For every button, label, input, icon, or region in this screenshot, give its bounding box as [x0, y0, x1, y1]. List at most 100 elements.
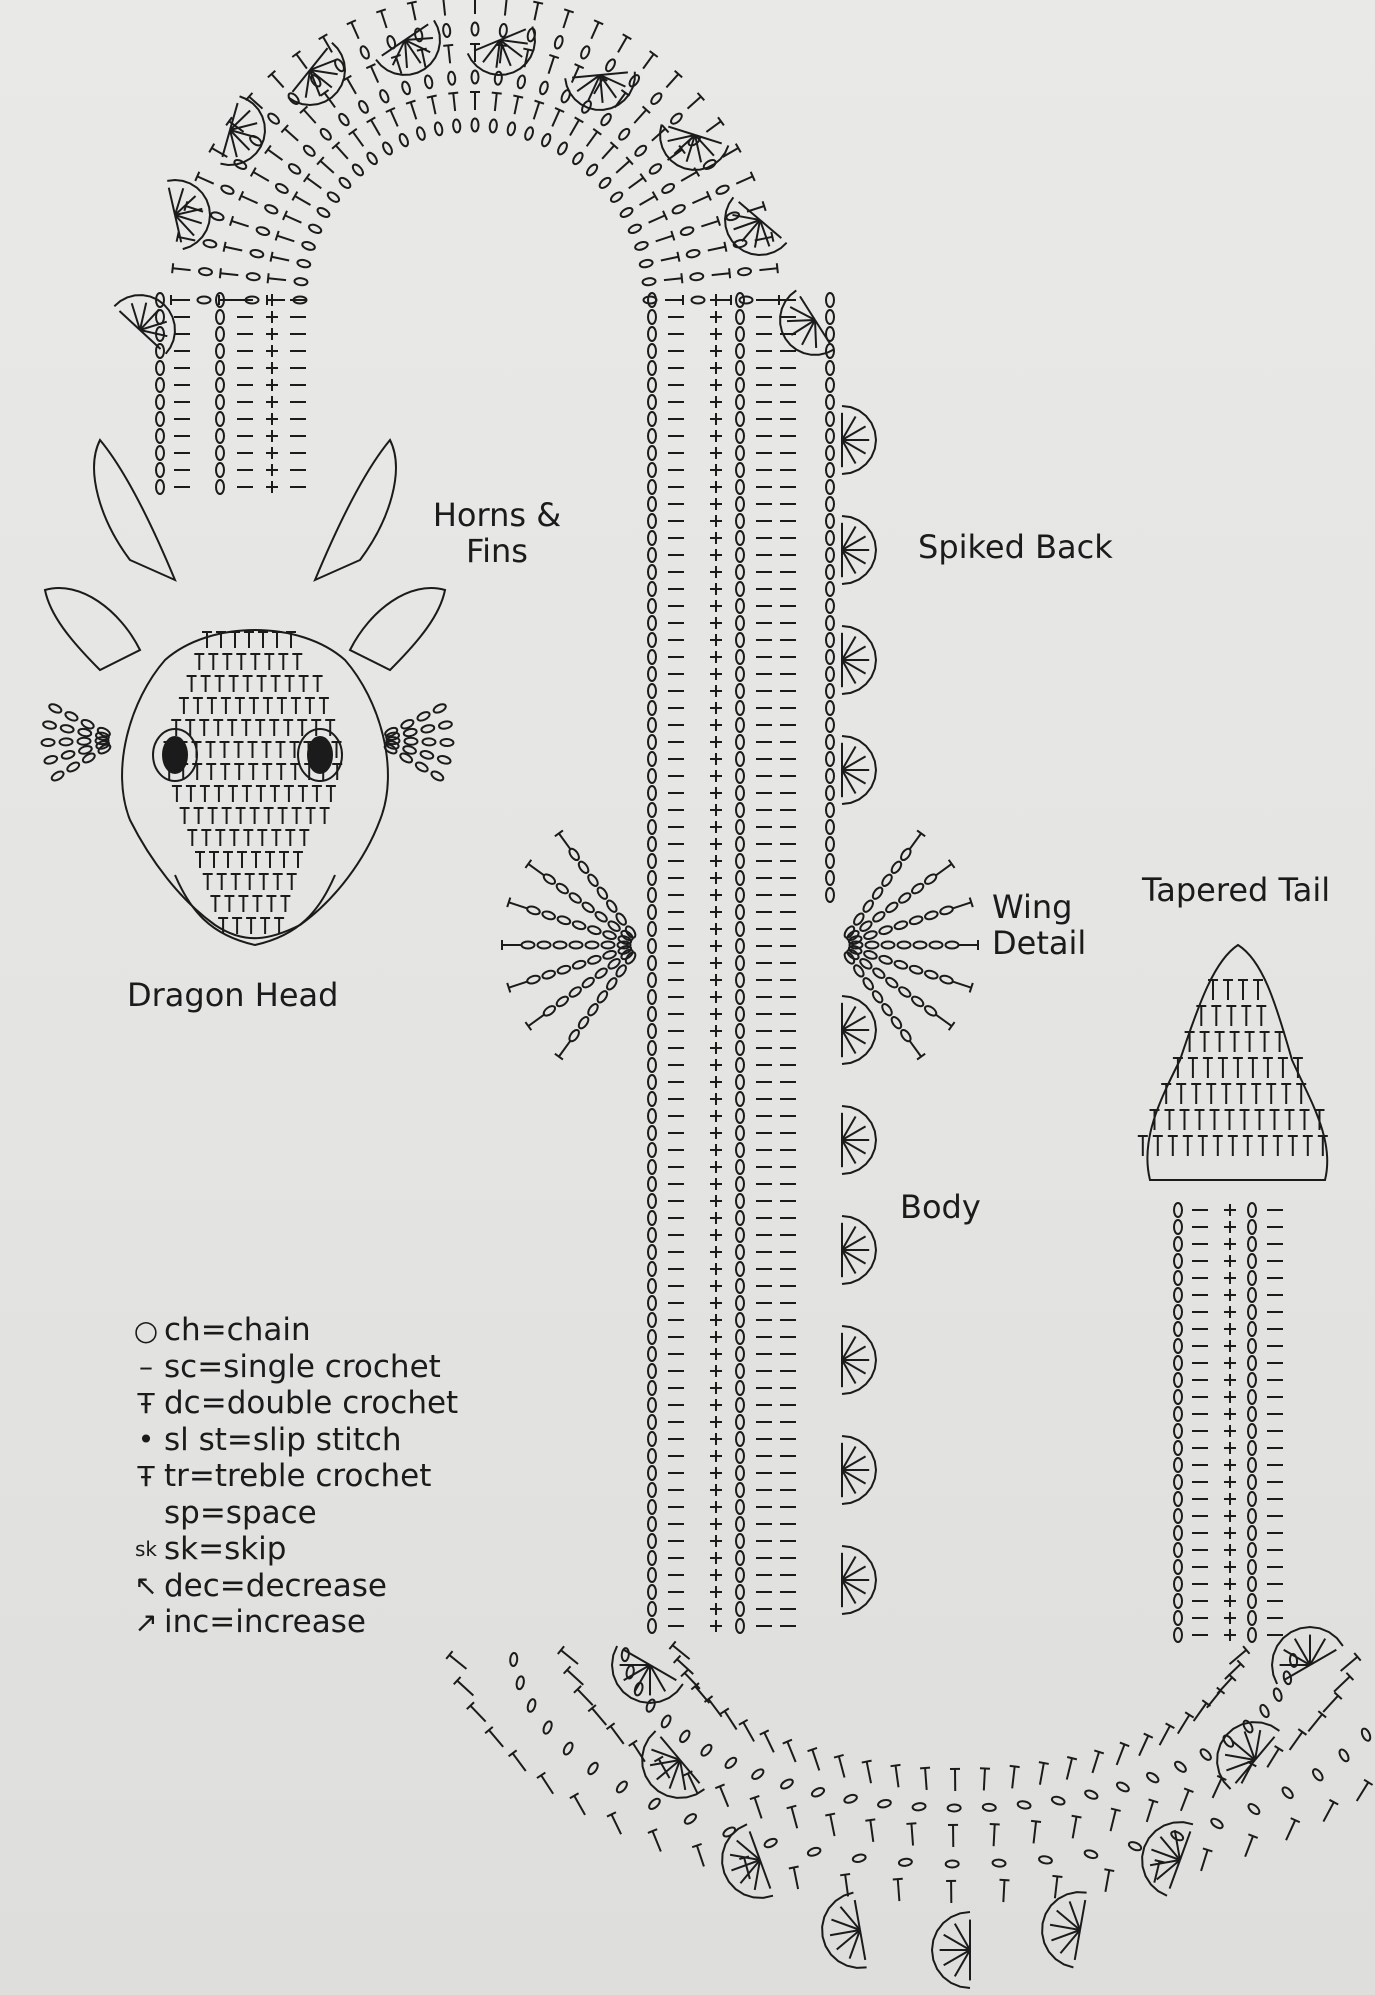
double-crochet [949, 1022, 955, 1030]
chain-stitch [878, 954, 893, 965]
chain-stitch [156, 429, 164, 443]
chain-stitch [648, 327, 656, 341]
chain-stitch [557, 915, 572, 926]
double-crochet [1040, 1763, 1044, 1785]
double-crochet [349, 129, 357, 135]
chain-stitch [736, 1398, 744, 1412]
skip-symbol-icon: sk [128, 1537, 164, 1561]
double-crochet [1010, 1766, 1020, 1767]
right-horn [315, 440, 396, 580]
chain-stitch [992, 1859, 1006, 1867]
double-crochet [791, 1807, 797, 1828]
snout-outline [175, 875, 335, 945]
chain-stitch [615, 1780, 629, 1794]
scallop-stitch [815, 320, 816, 348]
double-crochet [725, 1711, 737, 1729]
chain-stitch [246, 273, 260, 281]
chain-stitch [736, 1092, 744, 1106]
chain-stitch [648, 1228, 656, 1242]
double-crochet [541, 1775, 553, 1793]
double-crochet [272, 74, 284, 87]
chain-stitch [1174, 1543, 1182, 1557]
chain-stitch [586, 873, 599, 888]
chain-stitch [1248, 1526, 1256, 1540]
chain-stitch [577, 860, 590, 875]
chain-stitch [422, 738, 435, 745]
double-crochet [173, 268, 191, 270]
double-crochet [692, 196, 708, 203]
chain-stitch [1248, 1356, 1256, 1370]
double-crochet [862, 1761, 872, 1763]
chain-stitch [1338, 1748, 1351, 1763]
chain-stitch [570, 942, 583, 949]
double-crochet [607, 1723, 615, 1729]
chain-stitch [648, 1313, 656, 1327]
chain-stitch [648, 1381, 656, 1395]
chain-stitch [648, 497, 656, 511]
double-crochet [515, 97, 519, 115]
double-crochet [407, 2, 417, 4]
double-crochet [563, 11, 569, 28]
chain-stitch [1174, 1288, 1182, 1302]
double-crochet [952, 902, 971, 908]
chain-stitch [64, 710, 79, 722]
right-ear [350, 588, 445, 670]
wing-detail-label: Wing Detail [992, 890, 1086, 962]
double-crochet [666, 74, 678, 87]
double-crochet [1286, 1820, 1295, 1840]
chain-stitch [586, 942, 599, 949]
chain-stitch [541, 910, 556, 921]
chain-stitch [811, 1786, 826, 1798]
chain-stitch [894, 920, 909, 931]
double-crochet [1160, 1726, 1170, 1745]
chain-stitch [598, 176, 612, 190]
chain-stitch [308, 223, 323, 235]
chain-stitch [736, 871, 744, 885]
double-crochet [681, 172, 697, 181]
chain-stitch [826, 803, 834, 817]
chain-stitch [609, 190, 624, 203]
chain-stitch [648, 667, 656, 681]
chain-stitch [736, 1551, 744, 1565]
double-crochet [1012, 1767, 1015, 1789]
single-crochet-symbol-icon: – [128, 1350, 164, 1383]
double-crochet [525, 1022, 531, 1030]
chain-stitch [736, 1500, 744, 1514]
chain-stitch [526, 1698, 536, 1712]
double-crochet [1181, 1790, 1189, 1811]
chain-stitch [542, 1720, 554, 1735]
chain-stitch [156, 463, 164, 477]
double-crochet [295, 196, 311, 205]
chain-stitch [1174, 1271, 1182, 1285]
double-crochet [555, 830, 563, 836]
double-crochet [906, 1823, 916, 1824]
chain-stitch [897, 891, 912, 904]
chain-stitch [398, 133, 410, 148]
chain-stitch [581, 976, 596, 989]
chain-stitch [648, 1602, 656, 1616]
double-crochet [537, 1773, 545, 1778]
chain-stitch [1281, 1786, 1295, 1800]
chain-stitch [1248, 1492, 1256, 1506]
double-crochet [1147, 1801, 1154, 1822]
chain-stitch [680, 226, 695, 237]
chain-stitch [1173, 1760, 1187, 1774]
chain-stitch [736, 1126, 744, 1140]
double-crochet [513, 96, 523, 98]
double-crochet [1104, 1869, 1114, 1871]
chain-stitch [1174, 1322, 1182, 1336]
double-crochet [470, 1706, 485, 1722]
chain-stitch [648, 1279, 656, 1293]
double-crochet [724, 242, 726, 252]
double-crochet [268, 273, 269, 283]
chain-stitch [596, 886, 609, 901]
chain-stitch [648, 1415, 656, 1429]
chain-stitch [1174, 1458, 1182, 1472]
double-crochet [336, 145, 348, 158]
chain-stitch [605, 899, 618, 914]
double-crochet [523, 49, 533, 51]
chain-stitch [60, 724, 74, 734]
chain-stitch [736, 939, 744, 953]
double-crochet [708, 247, 726, 251]
chain-stitch [826, 548, 834, 562]
